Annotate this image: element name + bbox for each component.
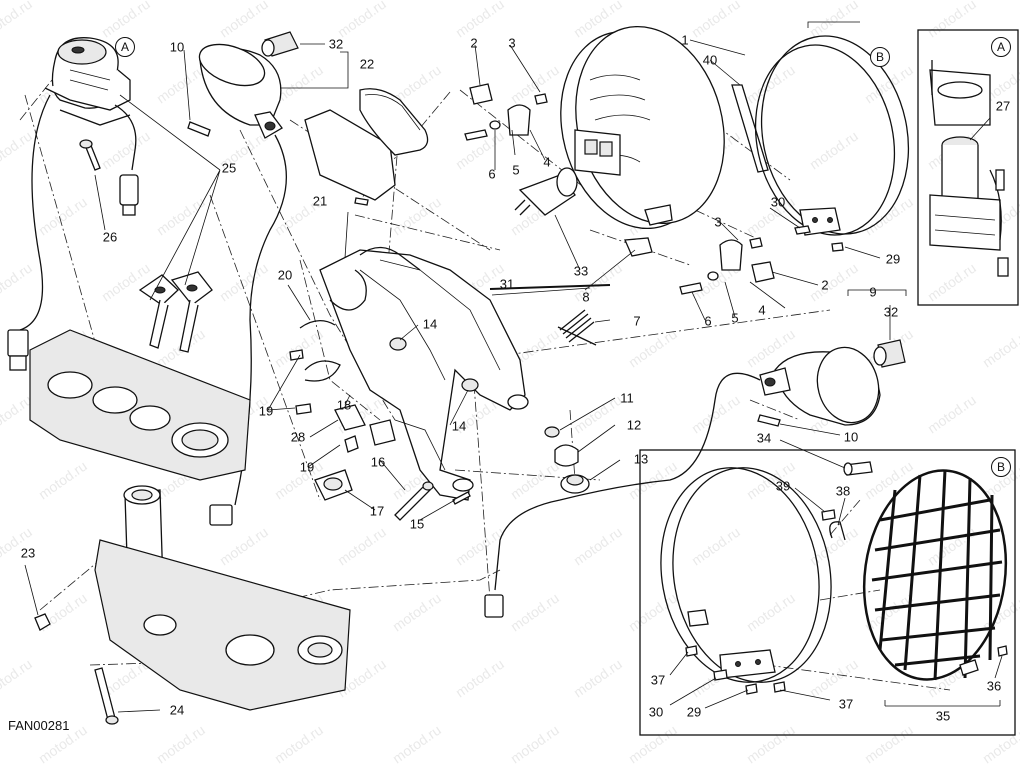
turn-signal-upper [198, 31, 299, 526]
callout-6: 6 [704, 313, 712, 329]
callout-26: 26 [102, 229, 118, 245]
turn-signal-lower [484, 339, 906, 618]
inset-a-artwork [917, 29, 1019, 306]
callout-16: 16 [370, 454, 386, 470]
callout-18: 18 [336, 397, 352, 413]
callout-8: 8 [582, 289, 590, 305]
callout-33: 33 [573, 263, 589, 279]
callout-2: 2 [470, 35, 478, 51]
nut-23 [34, 613, 51, 631]
lower-triple-clamp [94, 485, 351, 711]
callout-30: 30 [770, 194, 786, 210]
callout-10: 10 [169, 39, 185, 55]
callout-36: 36 [986, 678, 1002, 694]
callout-24: 24 [169, 702, 185, 718]
mesh-grille [862, 469, 1008, 681]
bolt-10-upper [187, 121, 211, 137]
callout-12: 12 [626, 417, 642, 433]
callout-32: 32 [883, 304, 899, 320]
headlight-bracket [319, 246, 529, 501]
callout-29: 29 [885, 251, 901, 267]
callout-40: 40 [702, 52, 718, 68]
mount-hardware-upper [464, 83, 548, 141]
inset-b-artwork [639, 439, 1016, 736]
callout-2: 2 [821, 277, 829, 293]
seal-40 [731, 84, 769, 173]
bolt-24 [94, 667, 116, 721]
callout-35: 35 [935, 708, 951, 724]
callout-30: 30 [648, 704, 664, 720]
small-hardware [289, 320, 471, 521]
callout-3: 3 [508, 35, 516, 51]
callout-10: 10 [843, 429, 859, 445]
callout-4: 4 [543, 154, 551, 170]
callout-14: 14 [451, 418, 467, 434]
callout-14: 14 [422, 316, 438, 332]
callout-9: 9 [869, 284, 877, 300]
callout-21: 21 [312, 193, 328, 209]
callout-11: 11 [620, 390, 634, 406]
callout-5: 5 [731, 310, 739, 326]
callout-3: 3 [714, 214, 722, 230]
rubber-mounts [544, 426, 590, 494]
screw-30-upper [794, 225, 811, 235]
callout-38: 38 [835, 483, 851, 499]
headlight-housing [514, 25, 725, 257]
bolt-10-lower [757, 414, 781, 427]
callout-15: 15 [409, 516, 425, 532]
detail-tag-b: B [870, 47, 890, 67]
callout-4: 4 [758, 302, 766, 318]
callout-37: 37 [838, 696, 854, 712]
callout-27: 27 [995, 98, 1011, 114]
bolt-24-head [105, 715, 119, 725]
callout-13: 13 [633, 451, 649, 467]
detail-tag-a: A [115, 37, 135, 57]
callout-25: 25 [221, 160, 237, 176]
nut-29-upper [831, 242, 844, 252]
mount-hardware-lower [679, 237, 775, 295]
ignition-switch [7, 37, 139, 371]
callout-19: 19 [299, 459, 315, 475]
callout-32: 32 [328, 36, 344, 52]
screw-31 [354, 197, 369, 206]
spring-7 [557, 309, 597, 346]
plate-cover [304, 88, 429, 201]
callout-17: 17 [369, 503, 385, 519]
callout-19: 19 [258, 403, 274, 419]
inset-a-tag: A [991, 37, 1011, 57]
upper-triple-clamp [29, 329, 251, 481]
headlight-rim [754, 35, 910, 236]
callout-39: 39 [775, 478, 791, 494]
callout-37: 37 [650, 672, 666, 688]
callout-34: 34 [756, 430, 772, 446]
callout-20: 20 [277, 267, 293, 283]
leader-lines [24, 21, 907, 713]
callout-6: 6 [488, 166, 496, 182]
inset-b-tag: B [991, 457, 1011, 477]
ignition-keys [138, 271, 213, 353]
callout-23: 23 [20, 545, 36, 561]
callout-7: 7 [633, 313, 641, 329]
callout-29: 29 [686, 704, 702, 720]
callout-5: 5 [512, 162, 520, 178]
callout-31: 31 [499, 276, 515, 292]
callout-22: 22 [359, 56, 375, 72]
callout-1: 1 [681, 32, 689, 48]
callout-28: 28 [290, 429, 306, 445]
diagram-code: FAN00281 [8, 718, 70, 733]
